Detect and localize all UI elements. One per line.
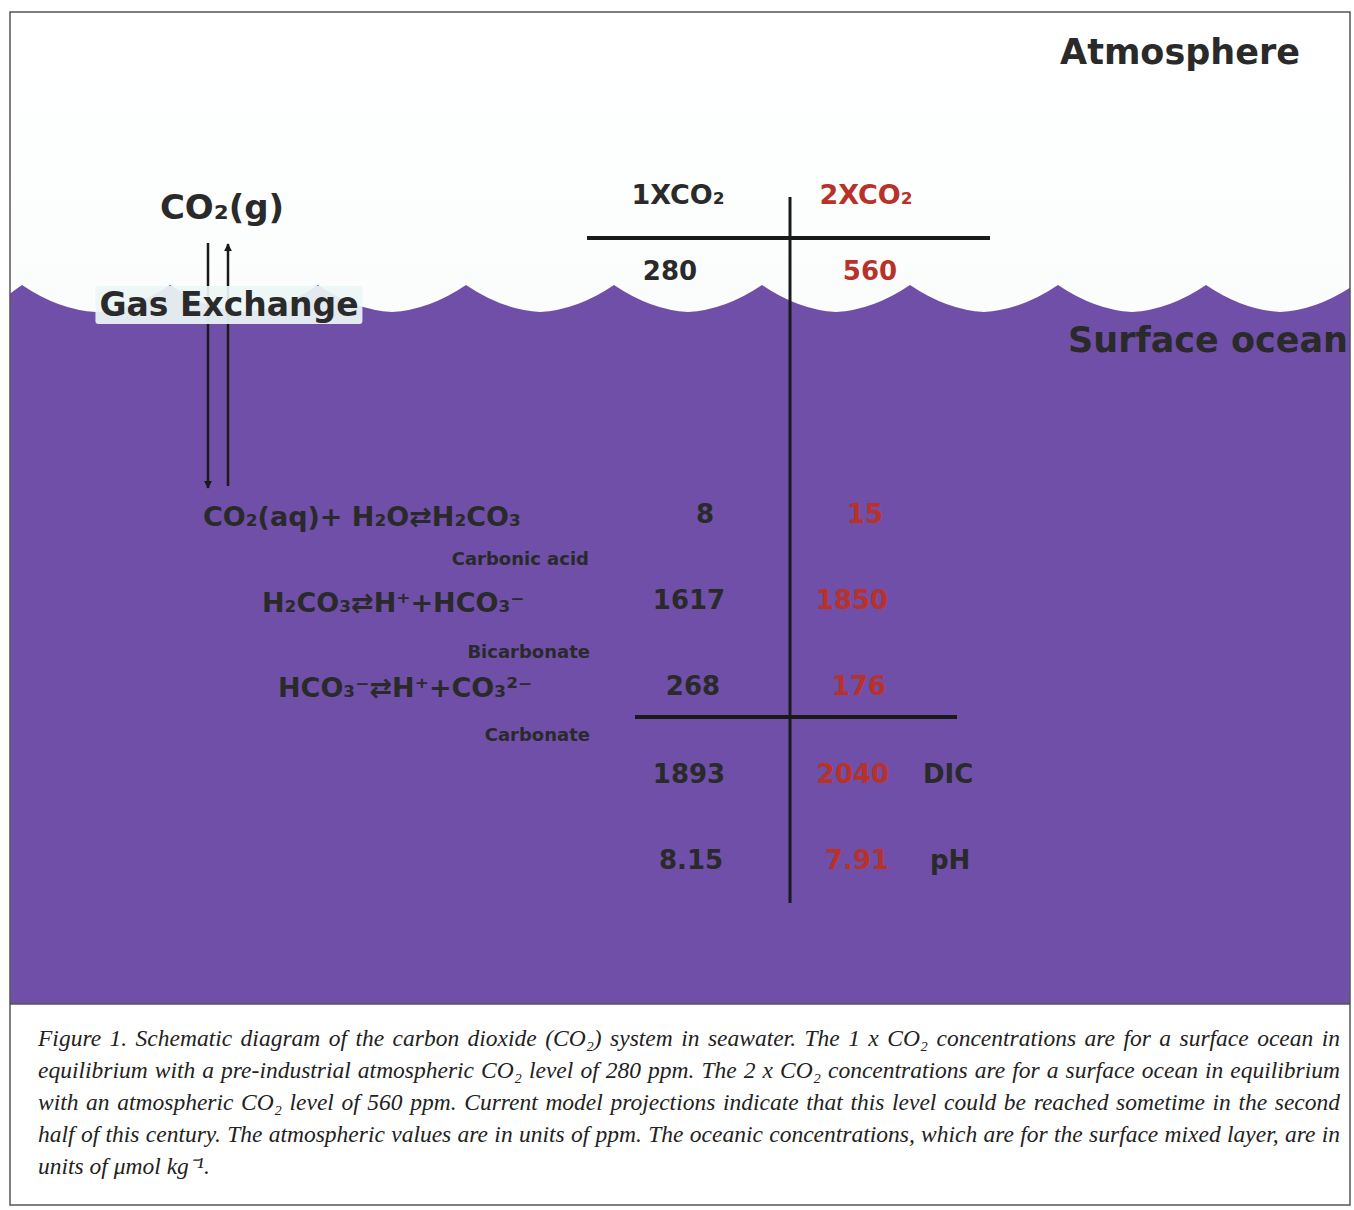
- table-cell: 176: [832, 672, 886, 702]
- header-rule: [587, 236, 990, 240]
- species-label: CO₂(g): [160, 188, 284, 227]
- column-header: 1XCO₂: [631, 179, 724, 210]
- figure-frame: [10, 12, 1350, 1205]
- reaction-equation: CO₂(aq)+ H₂O⇄H₂CO₃: [203, 501, 521, 532]
- table-cell: 7.91: [825, 846, 889, 876]
- figure-caption: Figure 1. Schematic diagram of the carbo…: [38, 1022, 1340, 1182]
- table-cell: 560: [843, 257, 897, 287]
- column-divider: [789, 197, 792, 903]
- species-name: Carbonate: [485, 725, 590, 746]
- table-cell: 15: [847, 500, 883, 530]
- caption-divider: [10, 1003, 1350, 1005]
- table-cell: 1617: [653, 586, 725, 616]
- species-name: Bicarbonate: [467, 642, 590, 663]
- table-cell: 280: [643, 257, 697, 287]
- gas-out-arrow: [227, 244, 230, 486]
- region-label: Surface ocean: [1068, 320, 1348, 360]
- table-cell: 8: [696, 500, 714, 530]
- species-name: Carbonic acid: [452, 549, 589, 570]
- gas-in-arrow: [207, 243, 210, 488]
- table-cell: 268: [666, 672, 720, 702]
- row-label: DIC: [923, 760, 973, 790]
- table-cell: 2040: [817, 760, 889, 790]
- sum-rule: [635, 715, 957, 719]
- table-cell: 1850: [816, 586, 888, 616]
- column-header: 2XCO₂: [819, 179, 912, 210]
- table-cell: 8.15: [659, 846, 723, 876]
- reaction-equation: H₂CO₃⇄H⁺+HCO₃⁻: [262, 587, 525, 618]
- ocean-water: [10, 285, 1350, 1004]
- row-label: pH: [930, 846, 970, 876]
- region-label: Atmosphere: [1060, 32, 1300, 72]
- reaction-equation: HCO₃⁻⇄H⁺+CO₃²⁻: [278, 672, 532, 703]
- table-cell: 1893: [653, 760, 725, 790]
- process-label: Gas Exchange: [95, 286, 362, 324]
